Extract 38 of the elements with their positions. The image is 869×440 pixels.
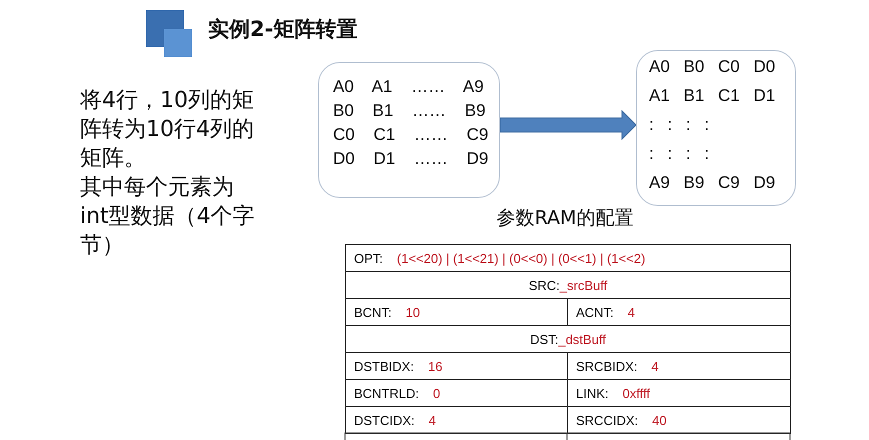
matrix-row: : : : : [649, 144, 710, 164]
block-arrow [500, 110, 637, 140]
cell-value: 0xffff [622, 386, 650, 400]
cell-key: SRCCIDX: [576, 412, 638, 428]
cell-value: 16 [428, 358, 442, 374]
cell-value: 40 [652, 412, 667, 428]
cell-key: BCNT: [354, 304, 392, 320]
matrix-box [318, 62, 500, 198]
matrix-row: A0 A1 …… A9 [333, 77, 484, 97]
cell-key: SRCBIDX: [576, 358, 638, 374]
matrix-row: A9 B9 C9 D9 [649, 173, 776, 193]
cell-value: 4 [651, 358, 659, 374]
cell-value: 0 [433, 386, 440, 400]
cell-key: LINK: [576, 386, 609, 400]
cell-value: (1<<20) | (1<<21) | (0<<0) | (0<<1) | (1<<2) [396, 250, 646, 266]
matrix-row: : : : : [649, 115, 710, 135]
matrix-row: D0 D1 …… D9 [333, 149, 488, 169]
cell-key: ACNT: [576, 304, 614, 320]
table-caption: 参数RAM的配置 [496, 206, 634, 231]
cell-value: _dstBuff [558, 332, 606, 346]
slide-title: 实例2-矩阵转置 [208, 16, 358, 43]
cell-key: SRC: [528, 278, 560, 292]
cell-value: 4 [628, 304, 635, 320]
matrix-row: A0 B0 C0 D0 [649, 57, 776, 77]
matrix-row: A1 B1 C1 D1 [649, 86, 776, 106]
description-text: 将4行，10列的矩阵转为10行4列的矩阵。 [80, 87, 255, 173]
cell-key: OPT: [354, 250, 383, 266]
matrix-row: C0 C1 …… C9 [333, 125, 488, 145]
cell-value: 4 [428, 412, 436, 428]
cell-value: 10 [406, 304, 420, 320]
matrix-box [636, 50, 796, 206]
cell-value: _srcBuff [560, 278, 608, 292]
description-text: 其中每个元素为int型数据（4个字节） [80, 174, 256, 260]
cell-key: DSTCIDX: [354, 412, 415, 428]
cell-key: DST: [530, 332, 558, 346]
cell-key: DSTBIDX: [354, 358, 414, 374]
cell-key: BCNTRLD: [354, 386, 420, 400]
matrix-row: B0 B1 …… B9 [333, 101, 486, 121]
